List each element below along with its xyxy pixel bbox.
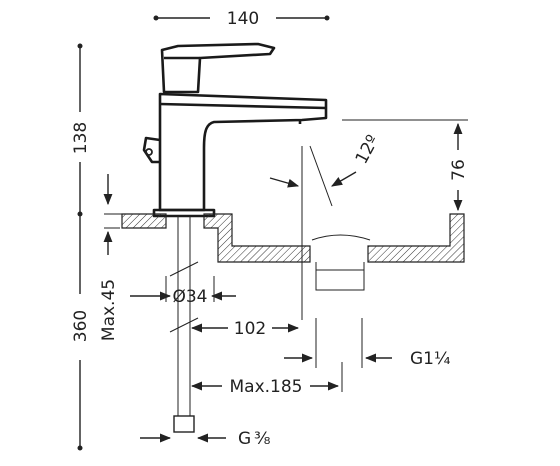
drain (311, 234, 371, 291)
max185-label: Max.185 (230, 377, 303, 397)
thread-g114-fraction: ¼ (434, 349, 450, 369)
dimension-76-label: 76 (449, 159, 469, 181)
faucet-body (142, 42, 328, 218)
dimension-max185: Max.185 (190, 362, 343, 397)
dimension-diameter: Ø34 (130, 276, 236, 307)
dimension-140: 140 (153, 9, 330, 29)
dimension-102: 102 (190, 319, 300, 339)
dimension-angle: 12º (269, 132, 384, 320)
supply-hoses (169, 216, 199, 433)
diameter-label: Ø34 (172, 287, 207, 307)
thread-g38-label: G (238, 429, 251, 449)
angle-label: 12º (352, 132, 384, 168)
thread-g114-label: G1 (410, 349, 434, 369)
dimension-76: 76 (342, 119, 469, 212)
dimension-138-label: 138 (71, 122, 91, 154)
dimension-max45: Max.45 (99, 174, 150, 341)
dimension-g114: G1 ¼ (284, 318, 450, 369)
dimension-max45-label: Max.45 (99, 279, 119, 341)
dimension-360: 360 (71, 214, 91, 451)
thread-g38-fraction: ³⁄₈ (254, 429, 271, 449)
reach-102-label: 102 (234, 319, 266, 339)
dimension-360-label: 360 (71, 310, 91, 342)
dimension-g38: G ³⁄₈ (140, 429, 271, 449)
countertop-section (121, 213, 465, 263)
dimension-140-label: 140 (227, 9, 259, 29)
dimension-138: 138 (71, 43, 91, 217)
